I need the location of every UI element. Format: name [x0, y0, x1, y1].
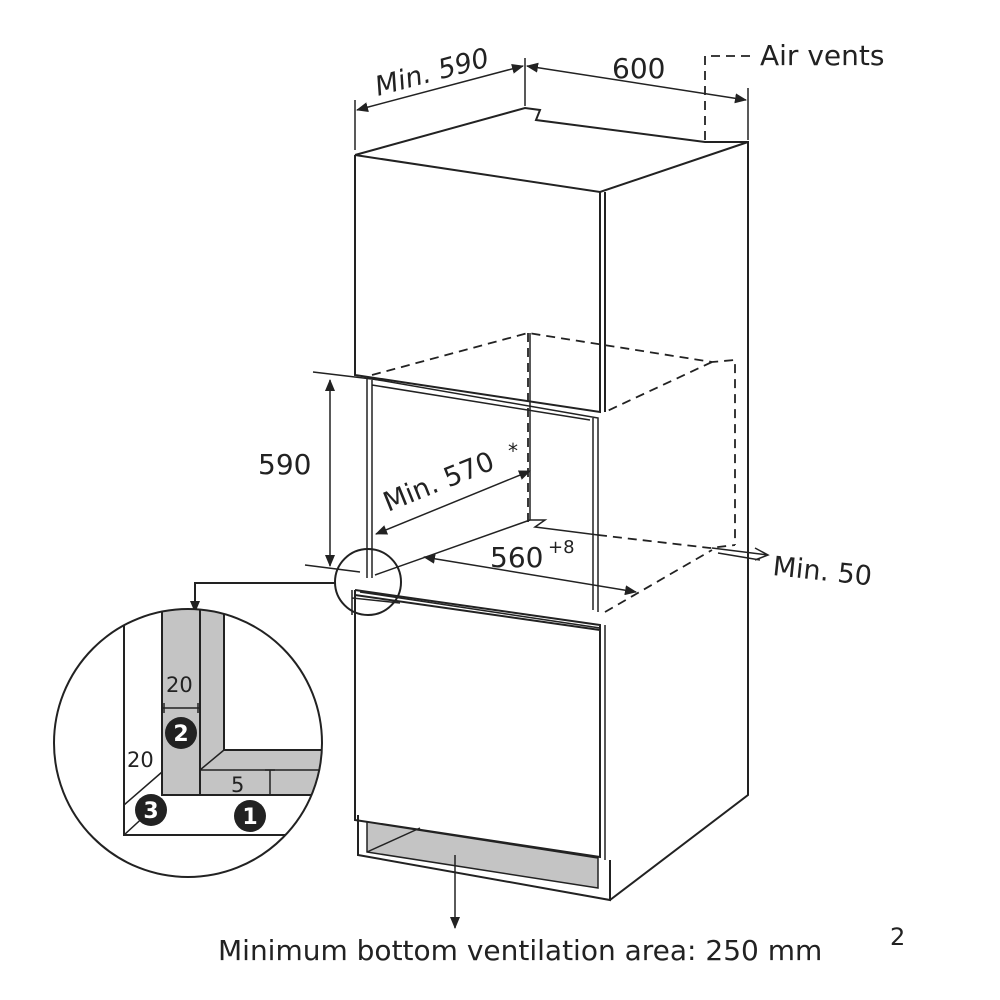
niche-width-tolerance: +8 [548, 537, 575, 558]
niche-frame [366, 377, 599, 612]
detail-dim-panel: 20 [166, 673, 193, 697]
cabinet-top-outline [354, 106, 749, 901]
detail-circle [53, 608, 323, 878]
width-label: 600 [612, 52, 665, 85]
niche-back-wall [529, 333, 599, 536]
detail-callout-circle [334, 548, 402, 616]
detail-dim-side: 20 [127, 748, 154, 772]
min-gap-label: Min. 50 [771, 551, 873, 592]
marker-2 [165, 717, 197, 749]
width-dimension [526, 62, 747, 104]
lower-unit [354, 589, 601, 859]
niche-depth-dimension [375, 470, 531, 535]
lower-unit-edge [359, 591, 606, 860]
niche-width-label: 560 [490, 541, 543, 574]
bottom-ventilation-area [366, 821, 599, 889]
corner-detail: 20 20 5 2 3 1 [53, 608, 323, 878]
oven-outline-dashed [371, 332, 736, 613]
niche-height-label: 590 [258, 448, 311, 481]
marker-1-label: 1 [242, 805, 257, 830]
air-vents-label: Air vents [760, 39, 884, 72]
detail-leader-arrow [190, 582, 335, 613]
niche-width-dimension [423, 553, 637, 596]
detail-dim-gap: 5 [231, 773, 244, 797]
marker-2-label: 2 [173, 722, 188, 747]
marker-3-label: 3 [143, 799, 158, 824]
upper-unit [354, 155, 606, 414]
min-depth-label: Min. 590 [372, 43, 493, 103]
dimension-lines [304, 55, 770, 596]
callout-corner [351, 590, 401, 615]
min-depth-dimension [356, 63, 524, 113]
marker-1 [234, 800, 266, 832]
min-gap-marker [711, 547, 770, 561]
cabinet [354, 106, 749, 902]
plinth [357, 815, 611, 902]
vent-diagonal [366, 827, 421, 853]
niche-depth-note: * [508, 439, 518, 463]
ventilation-exponent: 2 [890, 923, 905, 951]
ventilation-text: Minimum bottom ventilation area: 250 mm [218, 934, 822, 967]
air-vents-leader [704, 55, 750, 140]
cabinet-top-front-edge [354, 141, 749, 194]
marker-3 [135, 794, 167, 826]
